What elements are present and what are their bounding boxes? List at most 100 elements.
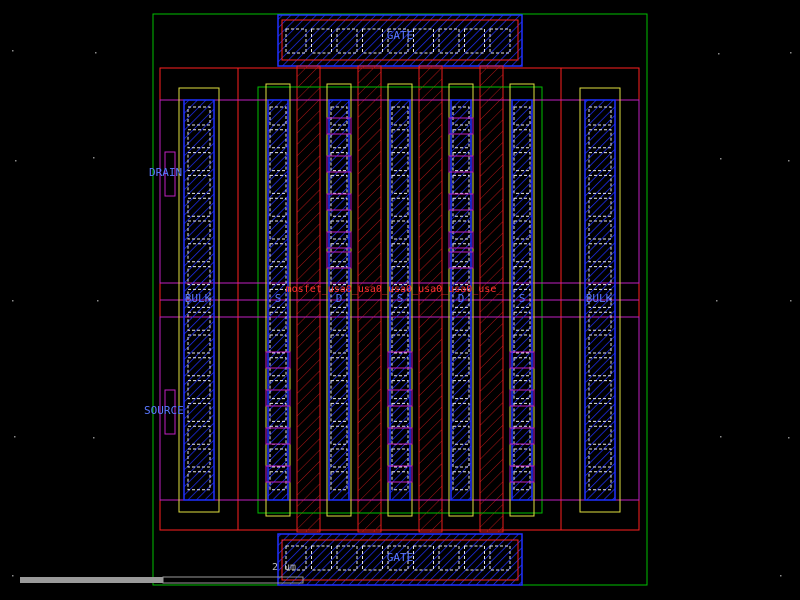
finger-strip (265, 83, 291, 517)
contact (391, 220, 409, 240)
contact (588, 334, 612, 354)
contact (513, 471, 531, 491)
contact (588, 357, 612, 377)
grid-dots (12, 50, 792, 577)
contact (452, 425, 470, 445)
contact (187, 152, 211, 172)
grid-dot (716, 300, 718, 302)
contact (588, 448, 612, 468)
contact (513, 197, 531, 217)
metal1-strip (584, 99, 616, 501)
via-box (326, 155, 352, 173)
grid-dot (14, 436, 16, 438)
contact (187, 174, 211, 194)
contact (588, 220, 612, 240)
contact (588, 243, 612, 263)
contact (513, 288, 531, 308)
drain-label: DRAIN (149, 166, 182, 179)
grid-dot (97, 300, 99, 302)
contact (391, 197, 409, 217)
contact (391, 174, 409, 194)
poly-gate-finger (296, 65, 321, 533)
diffusion-fingers[interactable] (178, 83, 621, 517)
contact (269, 311, 287, 331)
via-box (387, 427, 413, 445)
via-box (326, 231, 352, 249)
grid-dot (788, 160, 790, 162)
via-box (387, 389, 413, 407)
contact (588, 311, 612, 331)
contact (452, 174, 470, 194)
contact (513, 106, 531, 126)
gate-contact (336, 28, 358, 54)
via-box (448, 117, 474, 135)
finger-strip (387, 83, 413, 517)
contact (269, 471, 287, 491)
metal1-strip (267, 99, 289, 501)
bulk-strip (579, 87, 621, 513)
grid-dot (720, 158, 722, 160)
contact (452, 197, 470, 217)
contact (391, 288, 409, 308)
bulk-strip (178, 87, 220, 513)
contact (269, 152, 287, 172)
contact (452, 266, 470, 286)
metal1-strip (328, 99, 350, 501)
gate-top-contacts (285, 28, 511, 54)
contact (513, 243, 531, 263)
active-outline (579, 87, 621, 513)
contact (391, 106, 409, 126)
contact (330, 152, 348, 172)
contact (391, 129, 409, 149)
contact (452, 380, 470, 400)
contact (588, 380, 612, 400)
drain-pin[interactable] (164, 151, 176, 197)
via-box (448, 231, 474, 249)
contact (330, 129, 348, 149)
gate-pad-bottom[interactable] (277, 533, 523, 586)
via-box (448, 155, 474, 173)
contact (187, 380, 211, 400)
active-outline (178, 87, 220, 513)
contact (269, 288, 287, 308)
contact (187, 197, 211, 217)
poly-gates[interactable] (160, 65, 639, 533)
via-box (326, 251, 352, 269)
contact (330, 471, 348, 491)
active-outline (326, 83, 352, 517)
gate-pad-top[interactable] (277, 14, 523, 67)
contact (391, 471, 409, 491)
contact (513, 448, 531, 468)
poly-outline[interactable] (159, 67, 640, 531)
contact (187, 448, 211, 468)
metal1-strip (450, 99, 472, 501)
contact (269, 266, 287, 286)
finger-label-3: S (397, 292, 404, 305)
contact (588, 152, 612, 172)
poly-gate-finger (479, 65, 504, 533)
contact (391, 357, 409, 377)
bulk-label-right: BULK (586, 292, 613, 305)
contact (269, 129, 287, 149)
grid-dot (12, 575, 14, 577)
gate-label-bottom: GATE (387, 551, 414, 564)
gate-contact (387, 545, 409, 571)
contact (330, 448, 348, 468)
contact (452, 357, 470, 377)
contact (187, 425, 211, 445)
gate-contact (387, 28, 409, 54)
metal1-strip (183, 99, 215, 501)
contact (452, 129, 470, 149)
contact (391, 266, 409, 286)
contact (588, 129, 612, 149)
grid-dot (95, 52, 97, 54)
finger-label-5: S (519, 292, 526, 305)
gate-label-top: GATE (387, 29, 414, 42)
gate-contact (489, 28, 511, 54)
contact (330, 288, 348, 308)
source-pin[interactable] (164, 389, 176, 435)
contact (330, 357, 348, 377)
contact (391, 334, 409, 354)
gate-contact (311, 28, 332, 54)
